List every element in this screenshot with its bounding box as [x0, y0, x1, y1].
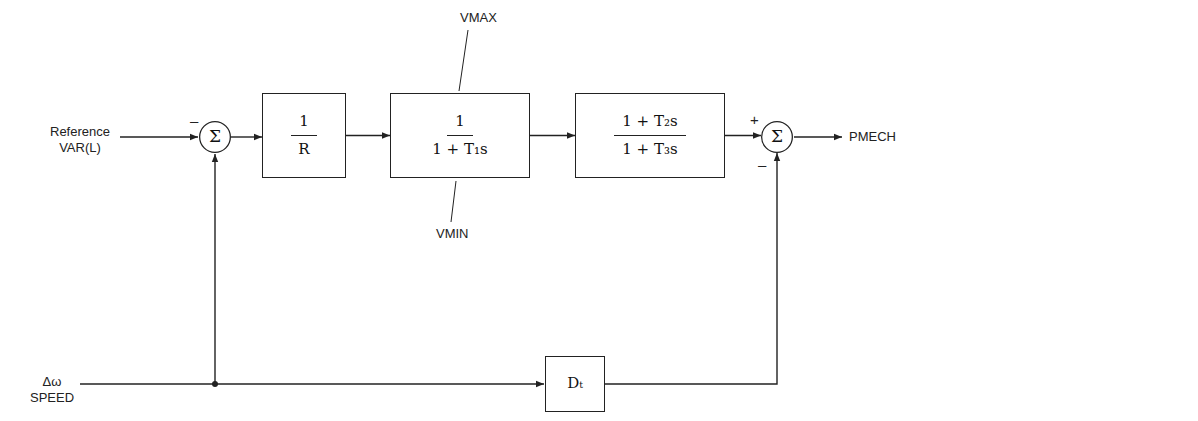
speed-feedback-wire	[214, 154, 215, 384]
block-text: Dₜ	[567, 375, 583, 392]
limit-label: VMAX	[460, 10, 497, 26]
limit-leader-line	[451, 181, 456, 222]
denominator-text: 1 + T₁s	[432, 141, 487, 158]
sum-symbol: Σ	[771, 127, 783, 147]
lead-lag-block: 1 + T₂s 1 + T₃s	[575, 93, 725, 178]
sum-symbol: Σ	[209, 127, 221, 147]
denominator-text: 1 + T₃s	[622, 141, 677, 158]
gain-block: 1R	[262, 93, 346, 178]
limit-leader-line	[459, 30, 468, 91]
summing-junction: Σ	[199, 121, 231, 153]
speed-wire	[80, 383, 544, 384]
signal-connector	[530, 135, 575, 136]
lag-block: 1 1 + T₁s	[390, 93, 530, 178]
signal-connector	[231, 136, 262, 137]
sign-label: –	[190, 112, 198, 130]
signal-connector	[605, 153, 777, 384]
sign-label: +	[750, 111, 759, 129]
output-label: PMECH	[849, 129, 896, 145]
numerator-text: 1	[447, 113, 473, 136]
junction-dot	[212, 381, 218, 387]
numerator-text: 1	[291, 113, 317, 136]
limit-label: VMIN	[436, 226, 469, 242]
numerator-text: 1 + T₂s	[614, 113, 685, 136]
input-label: Δω SPEED	[30, 374, 74, 405]
reference-input-wire	[120, 136, 198, 137]
output-wire	[794, 136, 842, 137]
denominator-text: R	[298, 141, 309, 158]
input-label: Reference VAR(L)	[50, 124, 110, 155]
damping-block: Dₜ	[545, 356, 605, 412]
signal-connector	[725, 135, 761, 136]
signal-connector	[346, 135, 390, 136]
summing-junction: Σ	[761, 121, 793, 153]
sign-label: –	[758, 156, 766, 174]
